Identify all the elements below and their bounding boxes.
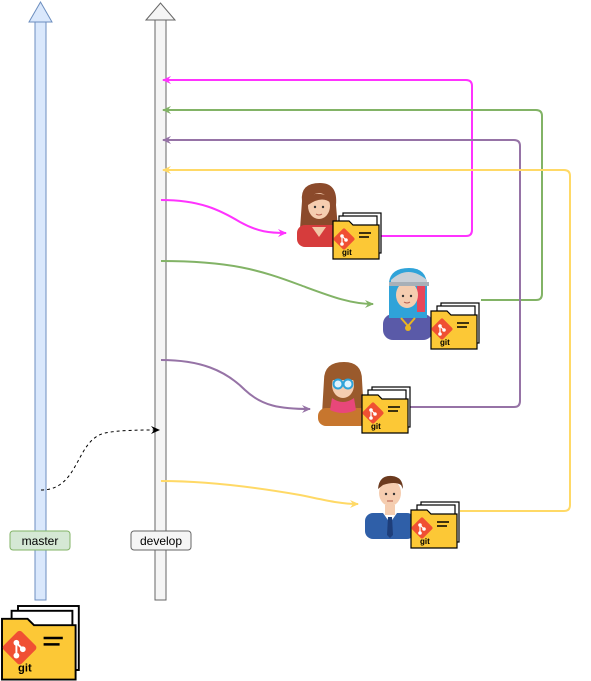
- feature-flow-pink: [160, 76, 473, 237]
- central-repo-icon: git: [0, 604, 81, 681]
- developer-avatar-2: [383, 268, 433, 340]
- developer-4-repo-icon: git: [409, 501, 460, 549]
- master-label: master: [9, 530, 71, 551]
- master-branch: [28, 0, 53, 601]
- developer-1-repo-text: git: [342, 248, 352, 257]
- central-repo-text: git: [18, 663, 32, 675]
- master-label-text: master: [22, 534, 59, 548]
- developer-2-repo-text: git: [440, 338, 450, 347]
- feature-flow-green: [160, 106, 543, 308]
- developer-3-repo-icon: git: [360, 386, 411, 434]
- developer-avatar-4: [365, 475, 415, 539]
- develop-branch: [144, 2, 177, 601]
- developer-avatar-3: [318, 362, 368, 426]
- branch-off-arrow: [40, 426, 160, 491]
- developer-avatar-1: [297, 183, 341, 247]
- developer-2-repo-icon: git: [429, 302, 480, 350]
- developer-1-repo-icon: git: [331, 212, 382, 260]
- feature-flow-purple: [160, 136, 521, 413]
- develop-label: develop: [130, 530, 192, 551]
- developer-4-repo-text: git: [420, 537, 430, 546]
- develop-label-text: develop: [140, 534, 182, 548]
- developer-3-repo-text: git: [371, 422, 381, 431]
- feature-flow-yellow: [160, 166, 571, 512]
